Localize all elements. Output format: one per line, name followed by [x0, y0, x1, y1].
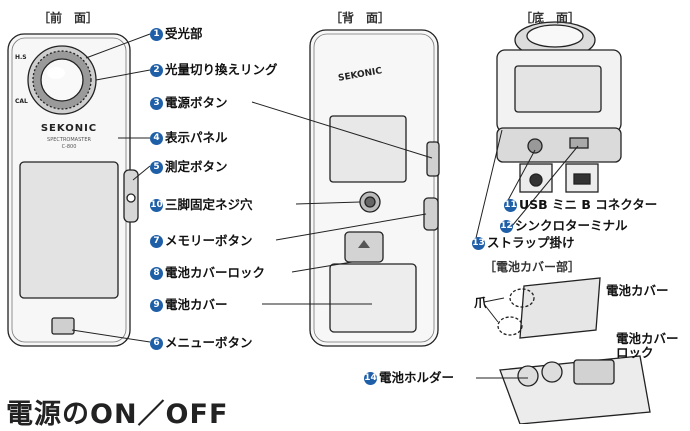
battery-section [497, 277, 651, 424]
label-cover: 電池カバー [606, 283, 669, 298]
label-claw: 爪 [474, 295, 487, 310]
front-brand: SEKONIC [40, 123, 98, 134]
side-mark-cal: CAL [15, 98, 28, 105]
view-bottom-heading: ［底 面］ [520, 11, 581, 25]
section-heading: 電源のON／OFF [6, 399, 229, 430]
view-front-heading: ［前 面］ [38, 11, 99, 25]
front-model-sub: C-800 [61, 144, 77, 150]
back-device [309, 29, 440, 347]
battery-section-heading: ［電池カバー部］ [484, 260, 581, 274]
front-model: SPECTROMASTER [47, 137, 91, 143]
label-cover-lock: 電池カバー ロック [616, 331, 679, 360]
view-back-heading: ［背 面］ [330, 11, 391, 25]
leader-lines [71, 33, 579, 379]
side-mark-hs: H.S [15, 54, 27, 61]
bottom-device [496, 21, 622, 193]
front-device [7, 33, 139, 347]
